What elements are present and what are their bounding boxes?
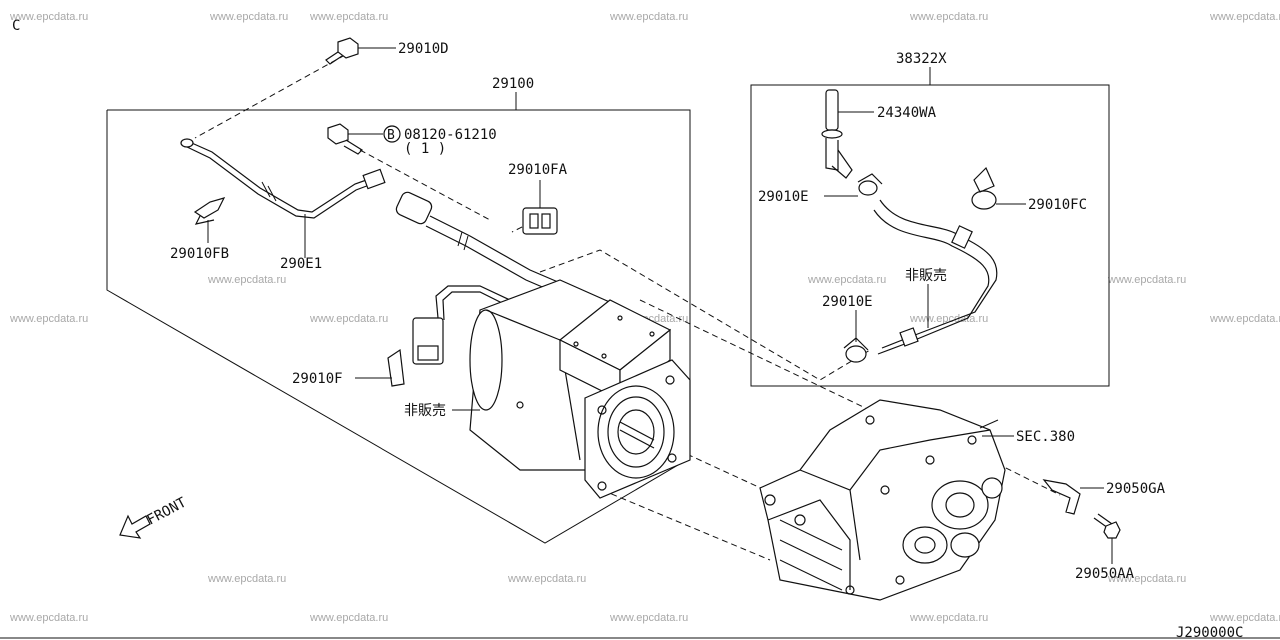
label-qty-1: ( 1 ) bbox=[404, 141, 446, 157]
watermark: www.epcdata.ru bbox=[1107, 274, 1186, 286]
watermark: www.epcdata.ru bbox=[209, 11, 288, 23]
assembly-box-38322x bbox=[750, 84, 1110, 387]
watermark: www.epcdata.ru bbox=[9, 11, 88, 23]
clip-29010fb bbox=[193, 197, 226, 243]
clip-29010fa bbox=[522, 180, 558, 235]
label-08120-61210: 08120-61210 bbox=[404, 127, 497, 143]
label-290e1: 290E1 bbox=[280, 256, 322, 272]
bolt-29050aa bbox=[1093, 513, 1121, 564]
ground-cable-290e1 bbox=[180, 138, 386, 258]
actuator-motor bbox=[395, 191, 691, 499]
label-29050ga: 29050GA bbox=[1106, 481, 1166, 497]
watermark: www.epcdata.ru bbox=[507, 573, 586, 585]
bracket-29050ga bbox=[1042, 479, 1104, 515]
watermark: www.epcdata.ru bbox=[909, 313, 988, 325]
label-front: FRONT bbox=[144, 494, 189, 528]
watermark: www.epcdata.ru bbox=[9, 612, 88, 624]
watermark: www.epcdata.ru bbox=[807, 274, 886, 286]
label-b-circle: B bbox=[387, 128, 395, 143]
watermark: www.epcdata.ru bbox=[609, 612, 688, 624]
watermark: www.epcdata.ru bbox=[909, 612, 988, 624]
assembly-box-29100 bbox=[106, 109, 691, 544]
watermarks: www.epcdata.ru www.epcdata.ru www.epcdat… bbox=[9, 11, 1280, 624]
label-24340wa: 24340WA bbox=[877, 105, 937, 121]
label-29010f: 29010F bbox=[292, 371, 343, 387]
label-29010e-bottom: 29010E bbox=[822, 294, 873, 310]
label-29010d: 29010D bbox=[398, 41, 449, 57]
label-29010fb: 29010FB bbox=[170, 246, 229, 262]
label-not-for-sale-1: 非販売 bbox=[404, 403, 446, 419]
watermark: www.epcdata.ru bbox=[207, 573, 286, 585]
label-not-for-sale-2: 非販売 bbox=[905, 268, 947, 284]
watermark: www.epcdata.ru bbox=[9, 313, 88, 325]
watermark: www.epcdata.ru bbox=[309, 612, 388, 624]
corner-label: C bbox=[12, 18, 20, 34]
watermark: www.epcdata.ru bbox=[609, 11, 688, 23]
bolt-29010d bbox=[325, 37, 396, 65]
vent-tube-assembly bbox=[821, 89, 1026, 363]
label-sec-380: SEC.380 bbox=[1016, 429, 1075, 445]
front-arrow-icon bbox=[119, 514, 151, 539]
label-38322x: 38322X bbox=[896, 51, 947, 67]
label-29010fa: 29010FA bbox=[508, 162, 568, 178]
watermark: www.epcdata.ru bbox=[207, 274, 286, 286]
bolt-08120-61210 bbox=[327, 123, 401, 155]
label-29050aa: 29050AA bbox=[1075, 566, 1135, 582]
watermark: www.epcdata.ru bbox=[1209, 313, 1280, 325]
bracket-29010f bbox=[355, 348, 405, 387]
watermark: www.epcdata.ru bbox=[309, 313, 388, 325]
label-29100: 29100 bbox=[492, 76, 534, 92]
label-29010fc: 29010FC bbox=[1028, 197, 1087, 213]
watermark: www.epcdata.ru bbox=[1209, 612, 1280, 624]
dashed-guides bbox=[194, 54, 1061, 561]
transfer-case bbox=[759, 399, 1014, 601]
watermark: www.epcdata.ru bbox=[909, 11, 988, 23]
label-29010e-top: 29010E bbox=[758, 189, 809, 205]
watermark: www.epcdata.ru bbox=[1107, 573, 1186, 585]
diagram-code: J290000C bbox=[1176, 625, 1243, 640]
watermark: www.epcdata.ru bbox=[1209, 11, 1280, 23]
watermark: www.epcdata.ru bbox=[309, 11, 388, 23]
